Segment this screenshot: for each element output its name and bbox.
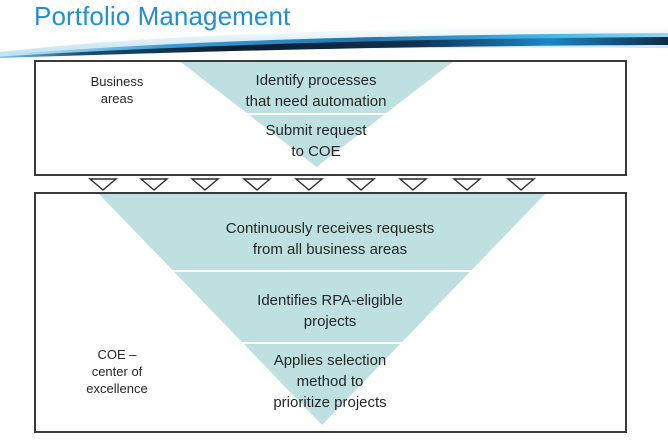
coe-flow-text-receives-line-2: from all business areas — [252, 241, 408, 258]
coe-flow-text-identifies-line-2: projects — [303, 313, 357, 330]
coe-box: COE – center of excellence Continuously … — [34, 192, 627, 433]
top-flow-text-identify-line-1: Identify processes — [255, 72, 377, 89]
coe-flow-text-applies-line-1: Applies selection — [273, 352, 387, 369]
coe-flow-text-receives-line-1: Continuously receives requests — [225, 220, 435, 237]
coe-flow-text-applies-line-3: prioritize projects — [273, 394, 387, 411]
down-arrow-icon — [190, 178, 220, 191]
business-areas-box: Business areas Identify processes that n… — [34, 60, 627, 176]
coe-label-line-2: center of — [91, 364, 143, 379]
down-arrow-icon — [346, 178, 376, 191]
coe-flow-text-identifies: Identifies RPA-eligible projects — [182, 290, 478, 332]
bottom-box-separator-2 — [158, 342, 426, 344]
down-arrow-icon — [398, 178, 428, 191]
top-flow-text-submit-line-2: to COE — [291, 143, 341, 160]
down-arrow-icon — [294, 178, 324, 191]
top-flow-text-submit: Submit request to COE — [181, 120, 451, 162]
coe-flow-text-applies: Applies selection method to prioritize p… — [182, 350, 478, 413]
top-flow-text-identify-line-2: that need automation — [245, 93, 387, 110]
coe-label: COE – center of excellence — [62, 346, 172, 397]
business-areas-label: Business areas — [62, 73, 172, 107]
down-arrow-icon — [139, 178, 169, 191]
business-areas-label-line-2: areas — [100, 91, 134, 106]
down-arrow-icon — [242, 178, 272, 191]
top-flow-text-submit-line-1: Submit request — [265, 122, 367, 139]
arrow-row-graphic — [88, 178, 536, 191]
coe-flow-text-identifies-line-1: Identifies RPA-eligible — [257, 292, 403, 309]
business-areas-label-line-1: Business — [90, 74, 144, 89]
down-arrow-icon — [506, 178, 536, 191]
bottom-box-separator-1 — [89, 270, 491, 272]
swoosh-banner — [0, 26, 668, 58]
down-arrow-icon — [452, 178, 482, 191]
swoosh-graphic — [0, 26, 668, 58]
coe-label-line-3: excellence — [86, 381, 148, 396]
page-title: Portfolio Management — [34, 1, 291, 31]
down-arrow-icon — [88, 178, 118, 191]
top-flow-text-identify: Identify processes that need automation — [181, 70, 451, 112]
coe-flow-text-receives: Continuously receives requests from all … — [182, 218, 478, 260]
top-box-separator — [144, 113, 444, 115]
flow-connector-arrows — [34, 176, 627, 192]
coe-flow-text-applies-line-2: method to — [296, 373, 364, 390]
coe-label-line-1: COE – — [97, 347, 137, 362]
